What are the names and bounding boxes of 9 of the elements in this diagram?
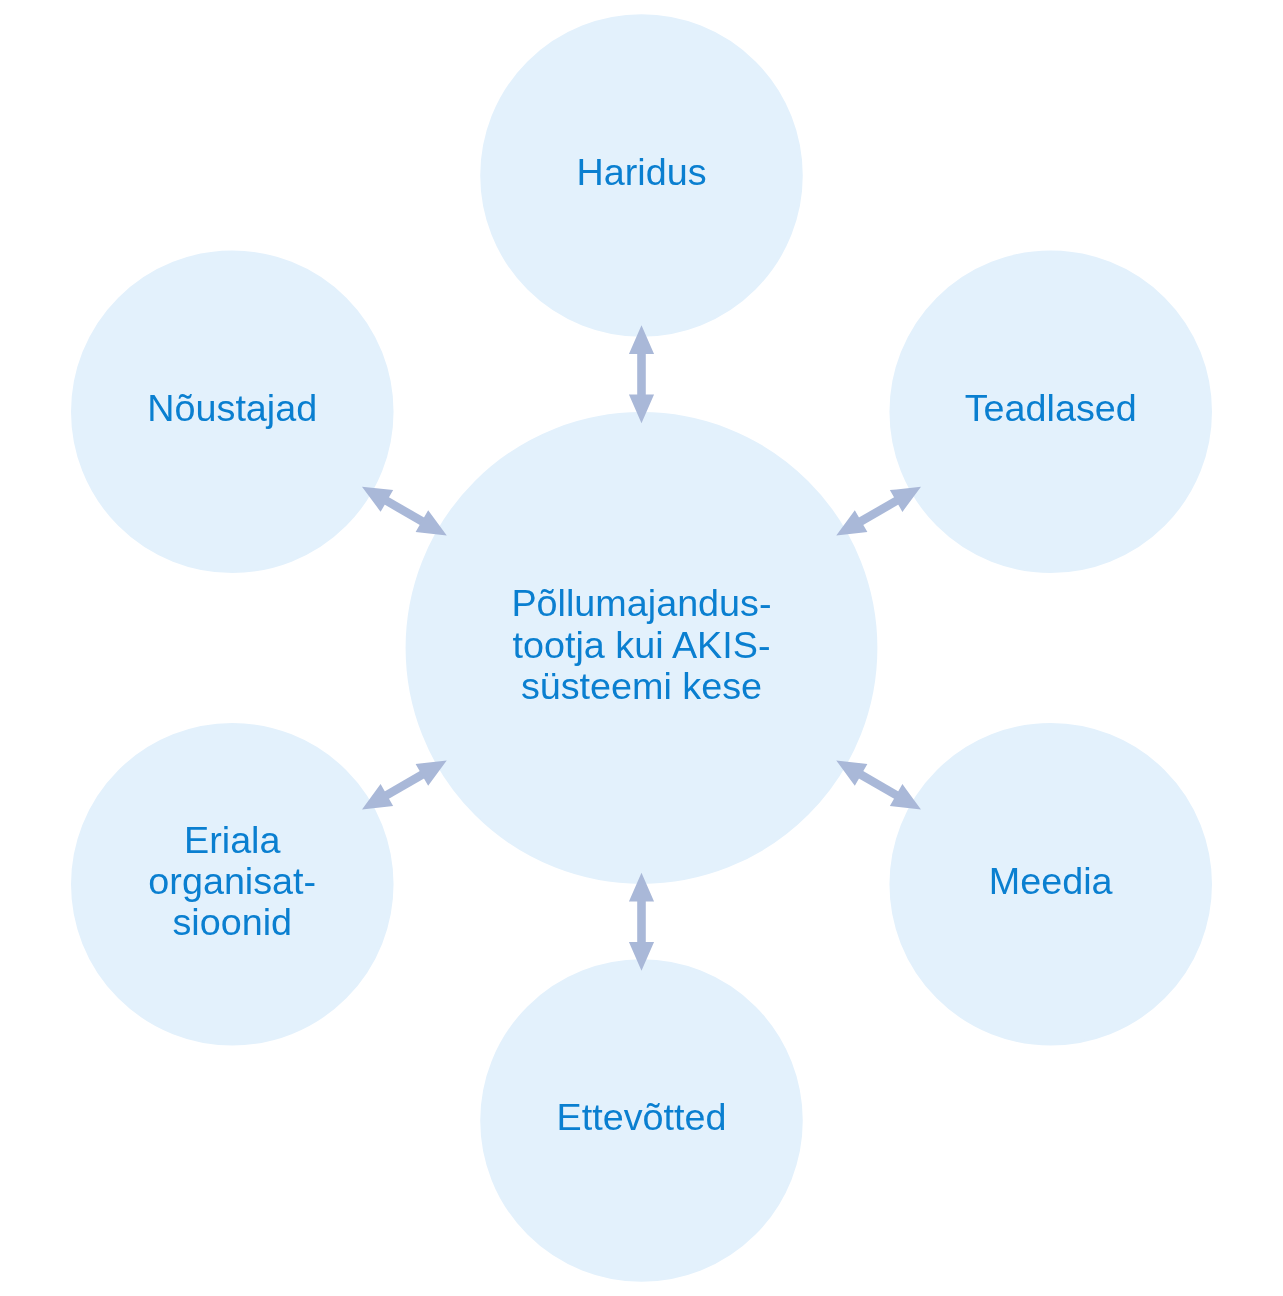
arrow: [836, 760, 921, 810]
arrow: [362, 486, 447, 536]
arrow: [628, 325, 655, 424]
node-circle: Ettevõtted: [480, 959, 803, 1282]
arrow: [836, 486, 921, 536]
node-circle: Põllumajandus- tootja kui AKIS- süsteemi kese: [405, 412, 878, 884]
arrow: [628, 872, 655, 971]
arrow: [362, 760, 447, 810]
node-circle: Haridus: [480, 14, 803, 337]
